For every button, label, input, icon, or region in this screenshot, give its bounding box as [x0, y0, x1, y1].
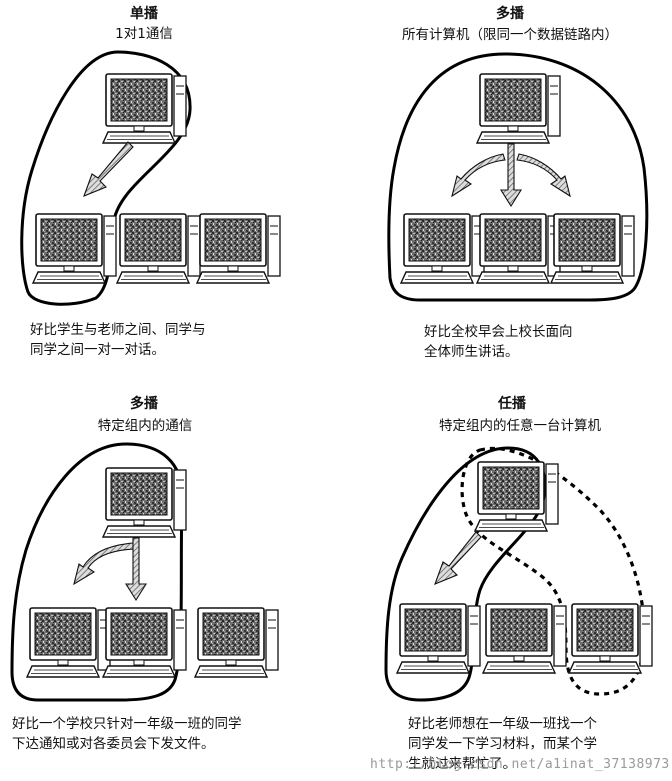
anycast-sender-computer — [474, 461, 559, 532]
broadcast-subtitle: 所有计算机（限同一个数据链路内） — [402, 27, 618, 43]
multicast-panel — [10, 442, 279, 702]
anycast-group-outline-dashed — [460, 446, 646, 696]
anycast-title: 任播 — [498, 396, 526, 412]
multicast-receiver-computer-1 — [26, 607, 111, 678]
watermark-text: http://blog.csdn.net/a1inat_37138973 — [370, 757, 670, 772]
multicast-sender-computer — [102, 467, 187, 538]
unicast-other-computer-2 — [196, 213, 281, 284]
unicast-subtitle: 1对1通信 — [115, 26, 173, 42]
broadcast-receiver-computer-2 — [476, 213, 561, 284]
unicast-receiver-computer — [32, 213, 117, 284]
broadcast-receiver-computer-1 — [400, 213, 485, 284]
anycast-caption-line-1: 好比老师想在一年级一班找一个 — [408, 716, 597, 732]
broadcast-panel — [387, 52, 649, 302]
anycast-panel — [384, 446, 653, 702]
anycast-group-outline-solid — [384, 446, 547, 702]
multicast-arrow-left — [73, 542, 136, 586]
anycast-other-computer-1 — [482, 603, 567, 674]
unicast-other-computer-1 — [116, 213, 201, 284]
broadcast-sender-computer — [476, 73, 561, 144]
anycast-other-computer-2 — [568, 603, 653, 674]
multicast-subtitle: 特定组内的通信 — [97, 418, 193, 434]
multicast-title: 多播 — [130, 396, 158, 412]
unicast-caption-line-1: 好比学生与老师之间、同学与 — [30, 322, 206, 338]
broadcast-arrow-left — [451, 153, 506, 198]
multicast-outside-computer — [194, 607, 279, 678]
broadcast-arrow-center — [500, 143, 522, 208]
multicast-caption-line-2: 下达通知或对各委员会下发文件。 — [12, 736, 215, 752]
anycast-arrow — [434, 531, 482, 585]
unicast-title: 单播 — [130, 6, 158, 22]
broadcast-group-outline — [387, 52, 649, 302]
broadcast-title: 多播 — [496, 6, 524, 22]
broadcast-caption-line-1: 好比全校早会上校长面向 — [424, 324, 573, 340]
multicast-arrow-down — [125, 537, 147, 602]
anycast-receiver-computer — [396, 603, 481, 674]
unicast-panel — [20, 50, 281, 306]
broadcast-arrow-right — [516, 153, 571, 198]
unicast-sender-computer — [102, 73, 187, 144]
anycast-caption-line-3: 生就过来帮忙了。 — [408, 756, 516, 772]
anycast-caption-line-2: 同学发一下学习材料，而某个学 — [408, 736, 597, 752]
anycast-subtitle: 特定组内的任意一台计算机 — [439, 418, 601, 434]
unicast-arrow — [83, 141, 134, 197]
multicast-caption-line-1: 好比一个学校只针对一年级一班的同学 — [12, 716, 242, 732]
unicast-group-outline — [20, 50, 192, 306]
broadcast-receiver-computer-3 — [550, 213, 635, 284]
multicast-receiver-computer-2 — [102, 607, 187, 678]
unicast-caption-line-2: 同学之间一对一对话。 — [30, 342, 165, 358]
broadcast-caption-line-2: 全体师生讲话。 — [424, 344, 519, 360]
